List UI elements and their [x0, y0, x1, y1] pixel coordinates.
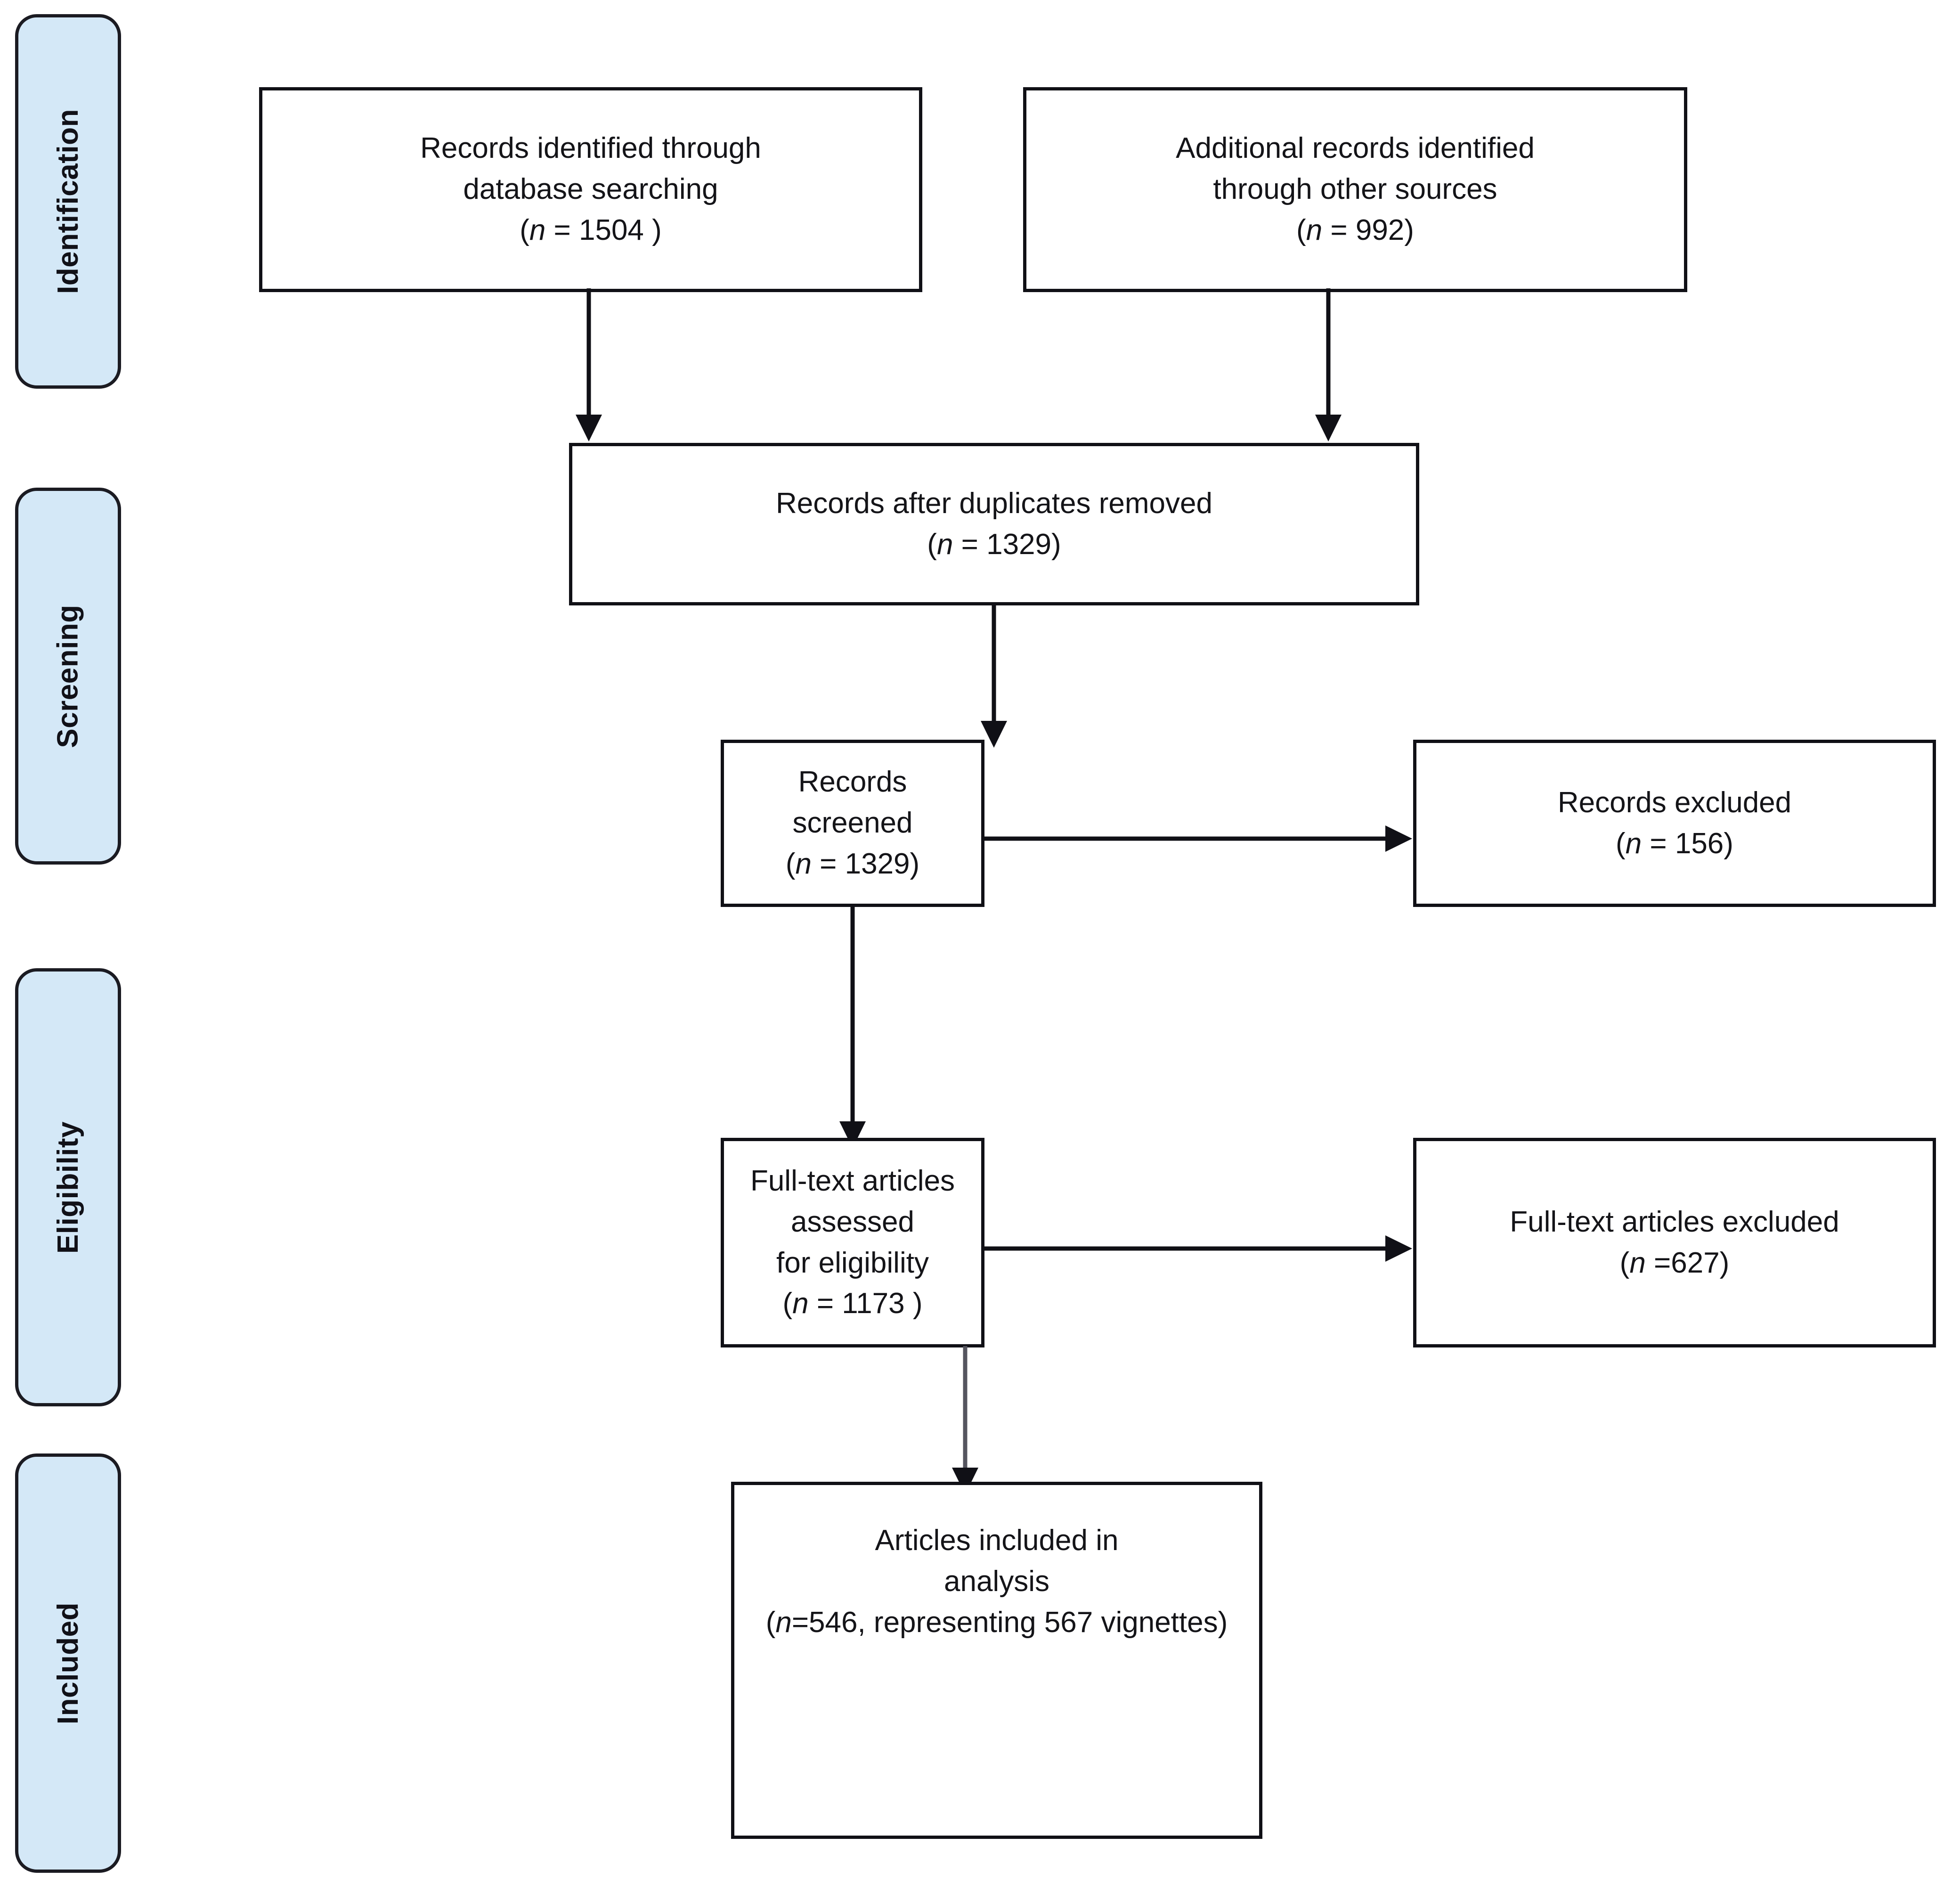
arrow-other-sources-to-duplicates — [1281, 288, 1375, 444]
line: database searching — [463, 173, 718, 206]
count-line: (n =627) — [1619, 1246, 1730, 1279]
box-records-screened: Records screened (n = 1329) — [721, 740, 984, 907]
stage-label-eligibility: Eligibility — [52, 1121, 84, 1254]
line: Records identified through — [420, 132, 761, 165]
box-fulltext-excluded-text: Full-text articles excluded (n =627) — [1497, 1202, 1852, 1284]
box-records-excluded-text: Records excluded (n = 156) — [1545, 783, 1804, 865]
stage-pill-eligibility: Eligibility — [15, 968, 121, 1406]
box-records-identified-database: Records identified through database sear… — [259, 87, 922, 292]
box-fulltext-excluded: Full-text articles excluded (n =627) — [1413, 1138, 1936, 1347]
box-fulltext-assessed: Full-text articles assessed for eligibil… — [721, 1138, 984, 1347]
arrow-screened-to-excluded — [983, 796, 1421, 881]
count-line: (n = 1329) — [927, 528, 1061, 561]
line: Full-text articles excluded — [1510, 1205, 1839, 1238]
stage-label-identification: Identification — [52, 109, 84, 294]
arrow-fulltext-to-included — [933, 1346, 1027, 1497]
box-articles-included-text: Articles included in analysis (n=546, re… — [754, 1520, 1240, 1643]
box-additional-records-other-sources: Additional records identified through ot… — [1023, 87, 1687, 292]
box-articles-included: Articles included in analysis (n=546, re… — [731, 1482, 1262, 1839]
box-records-screened-text: Records screened (n = 1329) — [724, 762, 981, 884]
count-line: (n = 1173 ) — [782, 1287, 923, 1320]
box-records-after-duplicates-removed: Records after duplicates removed (n = 13… — [569, 443, 1419, 605]
box-records-after-duplicates-removed-text: Records after duplicates removed (n = 13… — [764, 483, 1225, 565]
line: Records after duplicates removed — [775, 487, 1212, 520]
stage-pill-included: Included — [15, 1453, 121, 1873]
arrow-fulltext-to-fulltext-excluded — [983, 1206, 1421, 1291]
line: Records excluded — [1557, 786, 1792, 819]
stage-pill-screening: Screening — [15, 488, 121, 865]
line: for eligibility — [776, 1246, 929, 1279]
count-line: (n = 156) — [1616, 827, 1733, 860]
arrow-screened-to-fulltext — [805, 906, 900, 1151]
line: Full-text articles assessed — [750, 1164, 955, 1238]
box-fulltext-assessed-text: Full-text articles assessed for eligibil… — [724, 1161, 981, 1324]
count-line: (n=546, representing 567 vignettes) — [765, 1606, 1228, 1639]
stage-label-screening: Screening — [52, 604, 84, 748]
line: Records screened — [792, 766, 913, 840]
stage-pill-identification: Identification — [15, 14, 121, 389]
arrow-duplicates-to-screened — [947, 604, 1041, 750]
count-line: (n = 1504 ) — [520, 213, 662, 246]
box-records-excluded: Records excluded (n = 156) — [1413, 740, 1936, 907]
box-records-identified-database-text: Records identified through database sear… — [408, 128, 773, 251]
stage-label-included: Included — [52, 1602, 84, 1724]
box-additional-records-other-sources-text: Additional records identified through ot… — [1163, 128, 1547, 251]
count-line: (n = 1329) — [785, 847, 920, 880]
arrow-database-to-duplicates — [542, 288, 636, 444]
count-line: (n = 992) — [1296, 213, 1414, 246]
line: analysis — [943, 1565, 1049, 1598]
line: Additional records identified — [1176, 132, 1535, 165]
line: Articles included in — [875, 1524, 1119, 1557]
line: through other sources — [1213, 173, 1497, 206]
